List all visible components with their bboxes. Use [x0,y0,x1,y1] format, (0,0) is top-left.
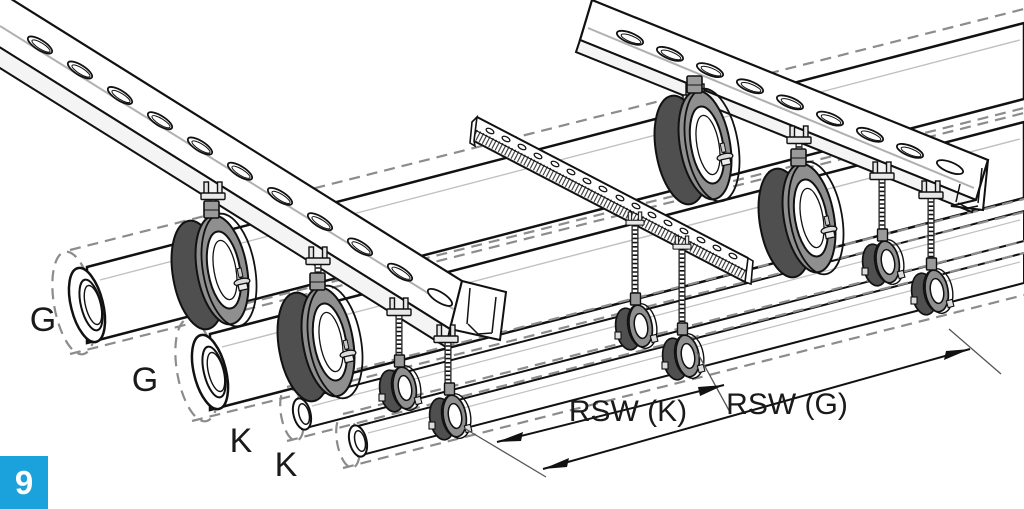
dimension-label-rsw-k: RSW (K) [569,395,687,428]
pipe-label-g2: G [132,361,158,399]
rail-slots-left [26,35,454,307]
rail-slots-right [615,29,965,175]
dimension-line-rsw-g [542,348,971,470]
pipe-label-k1: K [230,422,253,460]
rail-end-cap-left-rail [448,279,508,342]
extension-line [463,427,547,478]
arrowhead [543,458,569,469]
pipe-label-k2: K [275,446,298,484]
arrowhead [944,349,970,360]
dimension-line-rsw-k [496,384,725,443]
strip-holes [485,127,738,260]
arrowhead [497,432,523,442]
extension-line [696,351,732,415]
pipe-label-g1: G [30,301,56,339]
pipe-letter-labels: G G K K [30,301,298,484]
dimension-label-rsw-g: RSW (G) [726,388,848,421]
badge-background [0,456,48,509]
extension-line [948,328,1002,375]
arrowhead [698,385,724,396]
badge-number: 9 [15,464,33,501]
dimension-lines: RSW (K) RSW (G) [463,328,1002,478]
mounting-strip [469,114,754,286]
rail-end-cap-right-rail [950,159,989,212]
figure-number-badge: 9 [0,456,48,509]
